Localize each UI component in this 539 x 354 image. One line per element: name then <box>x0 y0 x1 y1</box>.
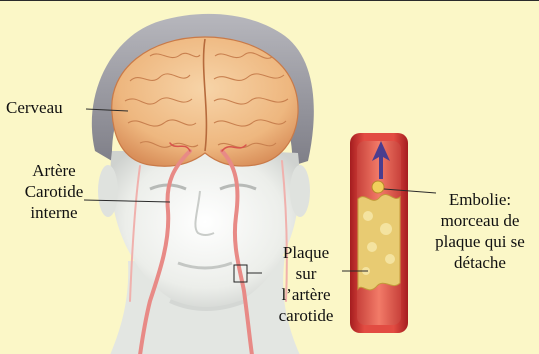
left-ear <box>98 165 118 217</box>
label-brain: Cerveau <box>6 97 63 118</box>
label-plaque: Plaque sur l’artère carotide <box>268 242 344 326</box>
label-embolus: Embolie: morceau de plaque qui se détach… <box>424 189 536 273</box>
artery-cross-section <box>350 133 408 333</box>
brain-illustration <box>112 37 298 166</box>
plaque-deposit <box>358 194 400 289</box>
label-internal-carotid: Artère Carotide interne <box>12 160 96 223</box>
embolus-fragment <box>372 181 384 193</box>
right-ear <box>290 165 310 217</box>
